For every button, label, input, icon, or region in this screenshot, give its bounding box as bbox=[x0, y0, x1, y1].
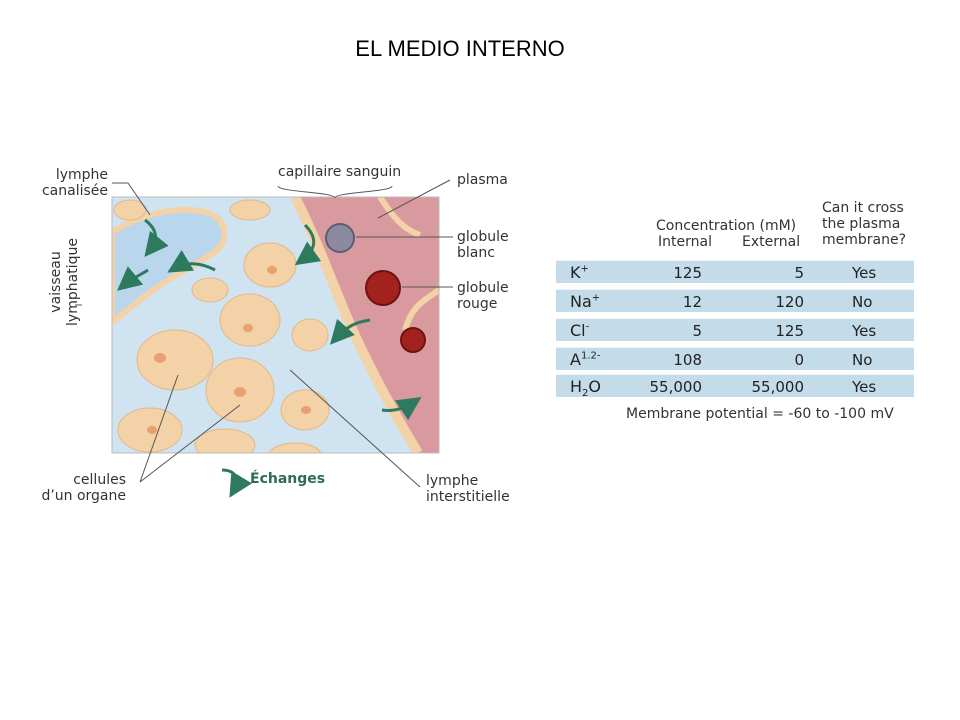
external-value: 55,000 bbox=[751, 378, 805, 396]
exchange-arrows bbox=[117, 218, 422, 421]
page-title: EL MEDIO INTERNO bbox=[355, 36, 565, 61]
internal-header: Internal bbox=[658, 234, 712, 250]
table-row: K+ 125 5 Yes bbox=[556, 260, 914, 283]
cross-value: Yes bbox=[852, 378, 877, 396]
echanges-arrow-icon bbox=[221, 468, 253, 498]
external-value: 125 bbox=[775, 322, 804, 340]
plasma-label: plasma bbox=[457, 172, 508, 188]
capillaire-sanguin-label: capillaire sanguin bbox=[278, 164, 402, 180]
table-row: H2O 55,000 55,000 Yes bbox=[556, 374, 914, 400]
table-row: A1.2- 108 0 No bbox=[556, 347, 914, 370]
internal-value: 125 bbox=[673, 264, 702, 282]
external-header: External bbox=[742, 234, 801, 250]
table-row: Cl- 5 125 Yes bbox=[556, 318, 914, 341]
globule-blanc-label: globule blanc bbox=[457, 229, 509, 261]
red-blood-cell-2 bbox=[400, 327, 426, 353]
ion-symbol: Cl- bbox=[570, 321, 590, 340]
vaisseau-lymphatique-label: vaisseau lymphatique bbox=[48, 238, 81, 326]
echanges-label: Échanges bbox=[250, 471, 326, 487]
external-value: 120 bbox=[775, 293, 804, 311]
internal-value: 5 bbox=[692, 322, 702, 340]
leader-lines bbox=[75, 179, 453, 488]
lymphe-interstitielle-label: lymphe interstitielle bbox=[426, 473, 510, 505]
concentration-table: Concentration (mM) Internal External Can… bbox=[556, 198, 916, 428]
membrane-potential: Membrane potential = -60 to -100 mV bbox=[626, 406, 894, 422]
ion-symbol: H2O bbox=[570, 377, 601, 400]
cross-value: Yes bbox=[852, 264, 877, 282]
concentration-header: Concentration (mM) bbox=[656, 218, 797, 234]
cross-value: No bbox=[852, 351, 873, 369]
ion-symbol: K+ bbox=[570, 263, 589, 282]
ion-symbol: A1.2- bbox=[570, 350, 601, 369]
ion-symbol: Na+ bbox=[570, 292, 601, 311]
white-blood-cell bbox=[325, 223, 355, 253]
red-blood-cell bbox=[365, 270, 401, 306]
internal-value: 12 bbox=[682, 293, 702, 311]
external-value: 5 bbox=[794, 264, 804, 282]
table-row: Na+ 12 120 No bbox=[556, 289, 914, 312]
capillary-inner-wall bbox=[377, 197, 439, 331]
external-value: 0 bbox=[794, 351, 804, 369]
internal-value: 55,000 bbox=[649, 378, 703, 396]
cell-nuclei bbox=[147, 266, 311, 434]
cross-value: Yes bbox=[852, 322, 877, 340]
cellules-organe-label: cellules d’un organe bbox=[41, 472, 126, 504]
lymphe-canalisee-label: lymphe canalisée bbox=[41, 167, 108, 199]
cross-header: Can it cross the plasma membrane? bbox=[822, 200, 907, 248]
globule-rouge-label: globule rouge bbox=[457, 280, 509, 312]
cross-value: No bbox=[852, 293, 873, 311]
blood-capillary bbox=[300, 197, 439, 453]
internal-value: 108 bbox=[673, 351, 702, 369]
